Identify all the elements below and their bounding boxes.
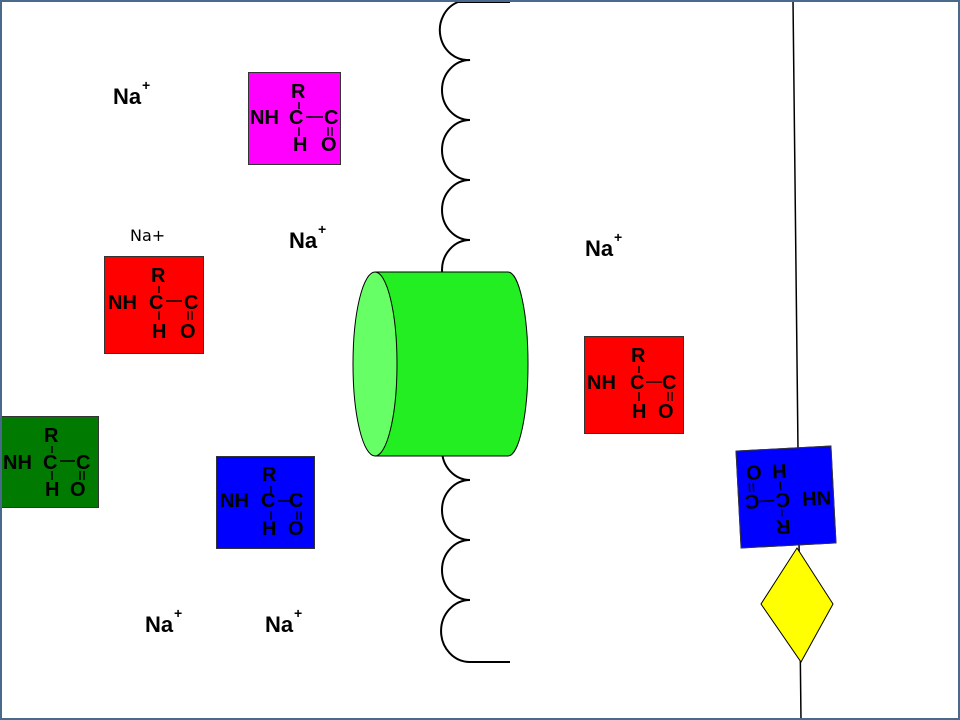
alpha-carbon-label: C — [261, 490, 276, 512]
sodium-symbol: Na — [113, 84, 142, 109]
amino-acid-magenta: R NH C C H O — [248, 72, 341, 165]
sodium-charge: + — [293, 605, 303, 621]
amine-label: NH — [220, 490, 249, 512]
sodium-charge: + — [613, 229, 623, 245]
sodium-symbol: Na — [145, 612, 174, 637]
hydrogen-label: H — [771, 458, 788, 482]
sodium-charge: + — [317, 221, 327, 237]
oxygen-label: O — [70, 479, 86, 501]
amine-label: NH — [3, 452, 32, 474]
oxygen-label: O — [180, 321, 196, 343]
amino-acid-red: R NH C C H O — [584, 336, 684, 434]
amino-acid-background — [104, 256, 204, 354]
amine-label: NH — [108, 292, 137, 314]
sodium-ion: Na+ — [265, 605, 302, 637]
amine-label: NH — [587, 372, 616, 394]
amino-acid-background — [584, 336, 684, 434]
amino-acid-blue-bound: R NH C C H O — [735, 445, 837, 549]
carboxyl-carbon-label: C — [184, 292, 199, 314]
carboxyl-carbon-label: C — [744, 489, 760, 513]
amine-label: NH — [250, 107, 279, 129]
alpha-carbon-label: C — [43, 452, 58, 474]
amino-acid-background — [216, 456, 315, 549]
sodium-ion: Na+ — [585, 229, 622, 261]
carboxyl-carbon-label: C — [289, 490, 304, 512]
amino-acid-bonds — [638, 366, 673, 401]
alpha-carbon-label: C — [289, 107, 304, 129]
hydrogen-label: H — [262, 518, 277, 540]
amino-acid-red: R NH C C H O — [104, 256, 204, 354]
sodium-ion: Na+ — [289, 221, 326, 253]
alpha-carbon-label: C — [149, 292, 164, 314]
amino-acid-bonds — [158, 286, 193, 320]
hydrogen-label: H — [152, 321, 167, 343]
sodium-symbol: Na — [265, 612, 294, 637]
oxygen-label: O — [288, 518, 304, 540]
sodium-ion-label: Na+ — [130, 226, 166, 245]
amino-acid-blue: R NH C C H O — [216, 456, 315, 549]
amino-acid-bonds — [748, 481, 783, 517]
sodium-symbol: Na — [585, 236, 614, 261]
sodium-symbol: Na — [289, 228, 318, 253]
oxygen-label: O — [321, 134, 337, 156]
amine-label: NH — [801, 485, 832, 510]
sodium-ion: Na+ — [113, 77, 150, 109]
amino-acid-bonds — [270, 486, 302, 520]
sodium-ion: Na+ — [145, 605, 182, 637]
oxygen-label: O — [658, 401, 674, 423]
r-group-label: R — [631, 345, 646, 367]
oxygen-label: O — [745, 460, 763, 484]
carboxyl-carbon-label: C — [662, 372, 677, 394]
amino-acid-bonds — [51, 446, 85, 480]
amino-acid-green: R NH C C H O — [0, 416, 99, 508]
r-group-label: R — [775, 514, 792, 538]
r-group-label: R — [151, 265, 166, 287]
sodium-charge: + — [141, 77, 151, 93]
carboxyl-carbon-label: C — [324, 107, 339, 129]
carboxyl-carbon-label: C — [76, 452, 91, 474]
alpha-carbon-label: C — [630, 372, 645, 394]
sodium-charge: + — [173, 605, 183, 621]
channel-protein — [352, 271, 529, 457]
membrane-top-edge — [425, 0, 510, 2]
amino-acid-bonds — [298, 102, 333, 136]
alpha-carbon-label: C — [775, 487, 791, 511]
hydrogen-label: H — [45, 479, 60, 501]
hydrogen-label: H — [632, 401, 647, 423]
hydrogen-label: H — [293, 134, 308, 156]
r-group-label: R — [44, 425, 59, 447]
r-group-label: R — [262, 464, 277, 486]
r-group-label: R — [291, 81, 306, 103]
receptor-diamond — [760, 547, 834, 663]
amino-acid-background — [248, 72, 341, 165]
